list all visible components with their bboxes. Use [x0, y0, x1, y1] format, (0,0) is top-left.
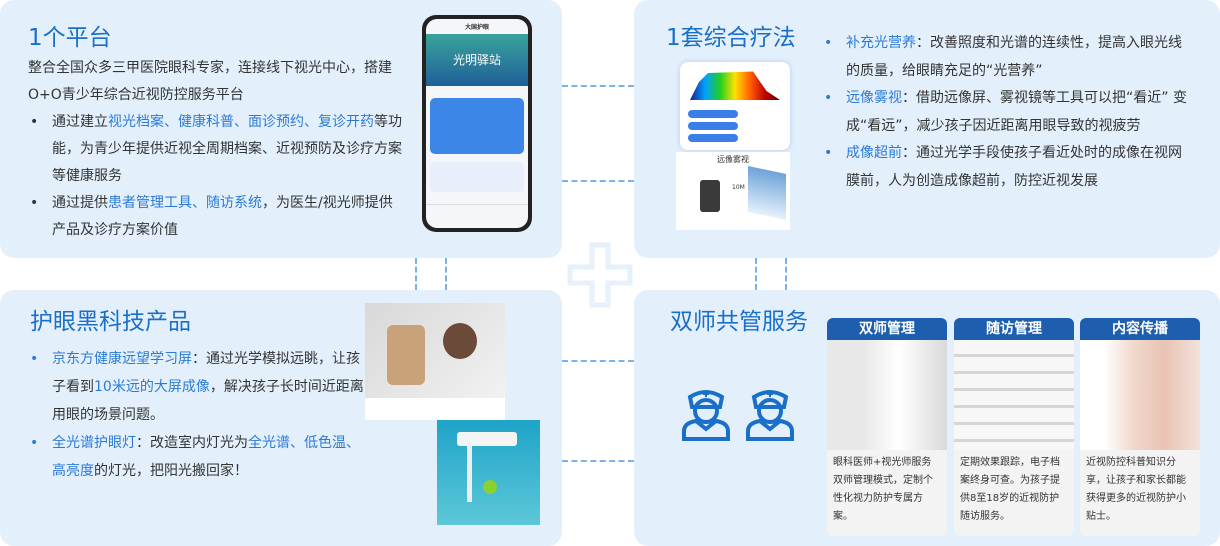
text: ：通过光学模拟远眺，让孩子看到 — [52, 351, 360, 395]
products-panel: 护眼黑科技产品 京东方健康远望学习屏：通过光学模拟远眺，让孩子看到10米远的大屏… — [0, 290, 562, 546]
connector — [562, 180, 634, 182]
highlight: 全光谱、低色温、高亮度 — [52, 435, 360, 479]
products-title: 护眼黑科技产品 — [30, 309, 191, 335]
phone-mockup: 大国护眼 光明驿站 — [422, 15, 532, 232]
text: ，为医生/视光师提供产品及诊疗方案价值 — [52, 195, 393, 238]
connector — [785, 258, 787, 290]
eye-chart-glasses-photo — [954, 340, 1074, 450]
product-bullet: 全光谱护眼灯：改造室内灯光为全光谱、低色温、高亮度的灯光，把阳光搬回家！ — [28, 429, 364, 485]
therapy-panel: 1套综合疗法 远像雾视 10M 补充光营养：改善照度和光谱的连续性，提高入眼光线… — [634, 0, 1220, 258]
highlight: 远像雾视 — [846, 90, 902, 106]
therapy-bullet: 补充光营养：改善照度和光谱的连续性，提高入眼光线的质量，给眼睛充足的“光营养” — [822, 30, 1194, 85]
therapy-bullets: 补充光营养：改善照度和光谱的连续性，提高入眼光线的质量，给眼睛充足的“光营养” … — [822, 30, 1194, 195]
connector — [755, 258, 757, 290]
spectrum-image — [680, 62, 790, 150]
phone-header: 大国护眼 — [464, 24, 489, 31]
connector — [445, 258, 447, 290]
desk-lamp-photo — [437, 420, 540, 525]
service-title: 双师共管服务 — [670, 309, 808, 335]
text: ，解决孩子长时间近距离用眼的场景问题。 — [52, 379, 364, 423]
highlight: 京东方健康远望学习屏 — [52, 351, 192, 367]
product-bullet: 京东方健康远望学习屏：通过光学模拟远眺，让孩子看到10米远的大屏成像，解决孩子长… — [28, 345, 364, 429]
card-description: 眼科医师+视光师服务双师管理模式，定制个性化视力防护专属方案。 — [833, 457, 933, 522]
fog-vision-image: 远像雾视 10M — [676, 152, 790, 230]
highlight: 全光谱护眼灯 — [52, 435, 136, 451]
card-description: 近视防控科普知识分享，让孩子和家长都能获得更多的近视防护小贴士。 — [1086, 457, 1186, 522]
card-title: 双师管理 — [827, 318, 947, 340]
text: 通过建立 — [52, 114, 108, 130]
text: 等功能，为青少年提供近视全周期档案、近视预防及诊疗方案等健康服务 — [52, 114, 402, 184]
family-photo — [1080, 340, 1200, 450]
highlight: 患者管理工具、随访系统 — [108, 195, 262, 211]
doctor-icon — [682, 390, 730, 441]
connector — [562, 460, 634, 462]
text: 的灯光，把阳光搬回家！ — [94, 463, 248, 479]
distance-label: 10M — [732, 184, 745, 191]
connector — [562, 360, 634, 362]
service-card: 随访管理 定期效果跟踪，电子档案终身可查。为孩子提供8至18岁的近视防护随访服务… — [954, 318, 1074, 536]
doctor-photo — [827, 340, 947, 450]
card-title: 内容传播 — [1080, 318, 1200, 340]
platform-bullets: 通过建立视光档案、健康科普、面诊预约、复诊开药等功能，为青少年提供近视全周期档案… — [28, 109, 406, 244]
products-bullets: 京东方健康远望学习屏：通过光学模拟远眺，让孩子看到10米远的大屏成像，解决孩子长… — [28, 345, 364, 485]
card-description: 定期效果跟踪，电子档案终身可查。为孩子提供8至18岁的近视防护随访服务。 — [960, 457, 1060, 522]
platform-title: 1个平台 — [28, 25, 112, 51]
text: ：通过光学手段使孩子看近处时的成像在视网膜前，人为创造成像超前，防控近视发展 — [846, 145, 1182, 189]
text: ：借助远像屏、雾视镜等工具可以把“看近” 变成“看远”，减少孩子因近距离用眼导致… — [846, 90, 1187, 134]
platform-bullet: 通过提供患者管理工具、随访系统，为医生/视光师提供产品及诊疗方案价值 — [28, 190, 406, 244]
text: 通过提供 — [52, 195, 108, 211]
highlight: 10米远的大屏成像 — [94, 379, 210, 395]
therapy-title: 1套综合疗法 — [666, 25, 796, 51]
promo-card — [430, 162, 524, 192]
text: ：改造室内灯光为 — [136, 435, 248, 451]
platform-panel: 1个平台 整合全国众多三甲医院眼科专家，连接线下视光中心，搭建O+O青少年综合近… — [0, 0, 562, 258]
highlight: 补充光营养 — [846, 35, 916, 51]
center-cross-icon — [567, 242, 633, 308]
tab-bar — [426, 204, 528, 222]
therapy-bullet: 远像雾视：借助远像屏、雾视镜等工具可以把“看近” 变成“看远”，减少孩子因近距离… — [822, 85, 1194, 140]
vision-card — [430, 98, 524, 154]
phone-banner: 光明驿站 — [426, 34, 528, 86]
highlight: 视光档案、健康科普、面诊预约、复诊开药 — [108, 114, 374, 130]
doctor-icon — [746, 390, 794, 441]
highlight: 成像超前 — [846, 145, 902, 161]
image-caption: 远像雾视 — [717, 155, 749, 164]
card-title: 随访管理 — [954, 318, 1074, 340]
text: ：改善照度和光谱的连续性，提高入眼光线的质量，给眼睛充足的“光营养” — [846, 35, 1182, 79]
service-card: 双师管理 眼科医师+视光师服务双师管理模式，定制个性化视力防护专属方案。 — [827, 318, 947, 536]
service-card: 内容传播 近视防控科普知识分享，让孩子和家长都能获得更多的近视防护小贴士。 — [1080, 318, 1200, 536]
platform-bullet: 通过建立视光档案、健康科普、面诊预约、复诊开药等功能，为青少年提供近视全周期档案… — [28, 109, 406, 190]
study-screen-photo — [365, 303, 505, 420]
connector — [562, 85, 634, 87]
connector — [415, 258, 417, 290]
platform-intro: 整合全国众多三甲医院眼科专家，连接线下视光中心，搭建O+O青少年综合近视防控服务… — [28, 60, 392, 103]
therapy-bullet: 成像超前：通过光学手段使孩子看近处时的成像在视网膜前，人为创造成像超前，防控近视… — [822, 140, 1194, 195]
